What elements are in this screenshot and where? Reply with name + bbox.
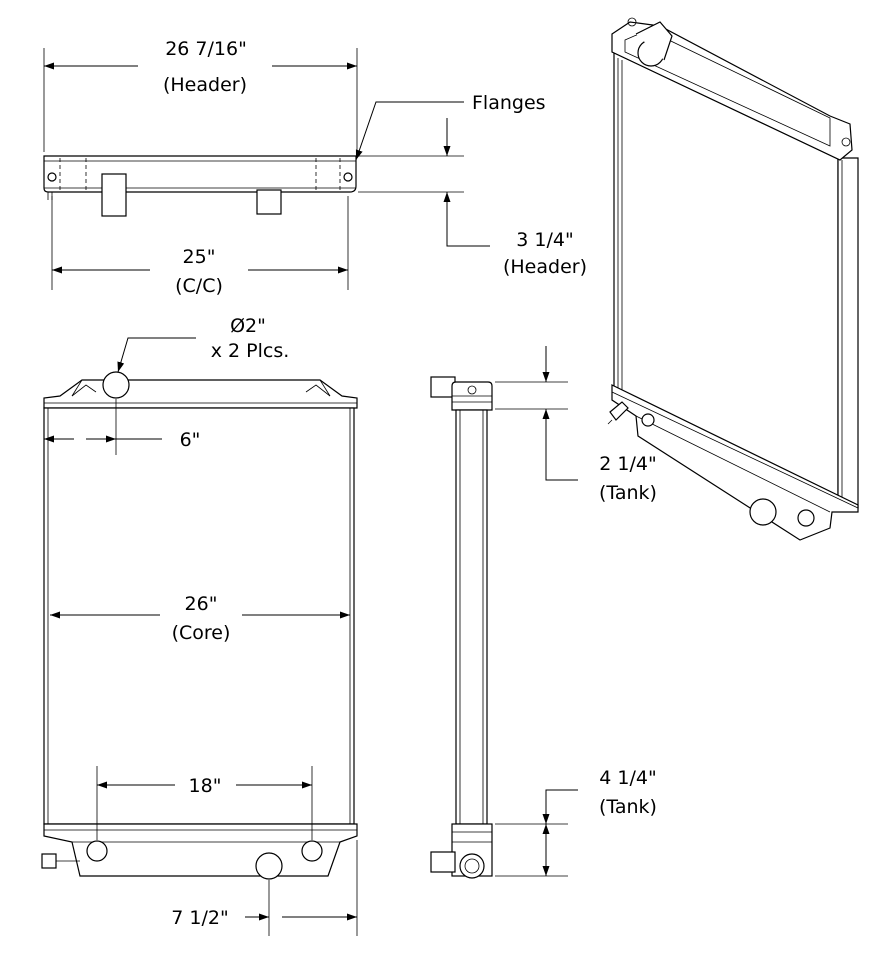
- inlet-diameter-value: Ø2": [230, 315, 266, 337]
- top-view: 26 7/16" (Header) Flanges 25" (C/C) 3 1/…: [43, 38, 587, 297]
- iso-outlet-right: [797, 509, 815, 527]
- header-height-note: (Header): [503, 256, 587, 278]
- header-height-value: 3 1/4": [516, 229, 573, 251]
- cc-value: 25": [183, 246, 216, 268]
- top-tank-note: (Tank): [599, 482, 657, 504]
- iso-core-side: [837, 157, 859, 509]
- core-width-note: (Core): [172, 622, 231, 644]
- inlet-offset-value: 6": [180, 429, 201, 451]
- inlet-diameter-note: x 2 Plcs.: [211, 340, 290, 362]
- core: [43, 407, 355, 825]
- flanges-label: Flanges: [472, 92, 546, 114]
- flange-bolt-left: [47, 172, 57, 182]
- outlet-pipe: [255, 852, 283, 880]
- bottom-tank-value: 4 1/4": [599, 767, 656, 789]
- outlet-left: [86, 840, 108, 862]
- tank-nozzle-right: [256, 189, 282, 215]
- cc-note: (C/C): [175, 275, 223, 297]
- iso-outlet-pipe: [749, 498, 777, 526]
- outlet-spacing-value: 18": [189, 775, 222, 797]
- tank-nozzle-left: [101, 173, 127, 217]
- core-width-value: 26": [185, 593, 218, 615]
- side-core: [455, 409, 488, 825]
- outlet-right: [301, 840, 323, 862]
- drain-fitting: [41, 853, 57, 869]
- header-width-note: (Header): [163, 74, 247, 96]
- outlet-offset-value: 7 1/2": [171, 907, 228, 929]
- top-tank-value: 2 1/4": [599, 453, 656, 475]
- header-width-value: 26 7/16": [165, 38, 247, 60]
- inlet-pipe: [102, 371, 130, 399]
- side-outlet: [459, 853, 485, 879]
- top-tank: [43, 379, 358, 409]
- front-view: Ø2" x 2 Plcs. 6" 26" (Core) 18" 7 1/2": [41, 315, 358, 936]
- flange-bolt-right: [343, 172, 353, 182]
- side-view: 2 1/4" (Tank) 4 1/4" (Tank): [430, 346, 657, 879]
- iso-outlet-left: [641, 413, 655, 427]
- isometric-view: [607, 17, 859, 541]
- bottom-tank-note: (Tank): [599, 796, 657, 818]
- side-bottom-fitting: [430, 851, 456, 873]
